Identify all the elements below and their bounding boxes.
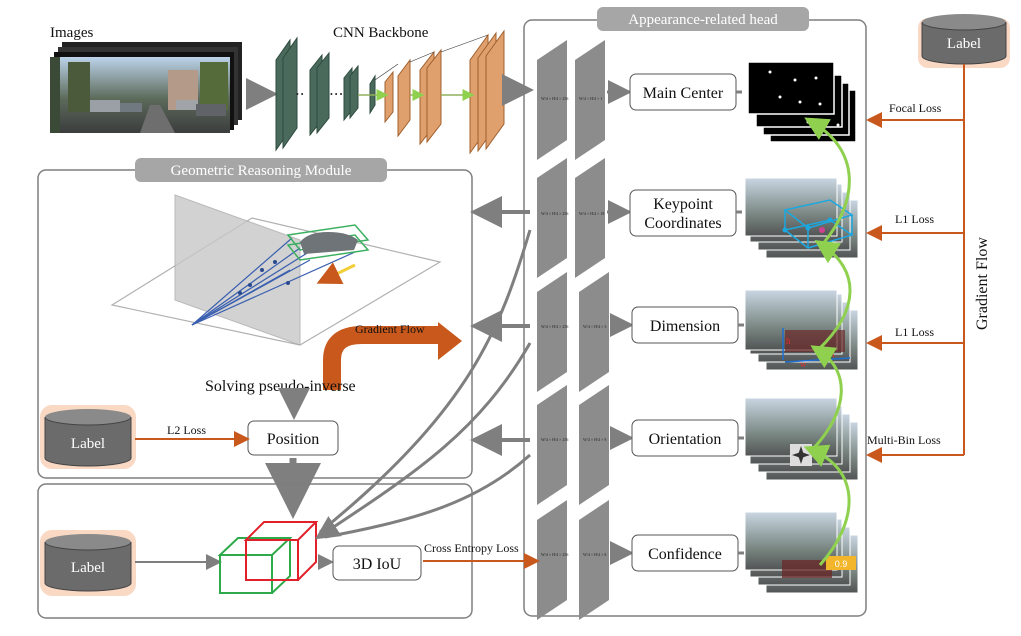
svg-text:Keypoint: Keypoint <box>653 196 713 213</box>
confidence-score: 0.9 <box>835 559 848 569</box>
svg-text:W/4 × H/4 × 3: W/4 × H/4 × 3 <box>583 324 606 329</box>
head-box-confidence: Confidence <box>631 534 739 572</box>
svg-text:W/4 × H/4 × 8: W/4 × H/4 × 8 <box>583 552 606 557</box>
svg-text:Main Center: Main Center <box>643 85 724 102</box>
iou-module-panel <box>37 483 473 619</box>
head-box-orientation: Orientation <box>631 419 739 457</box>
3d-box-overlap-illustration <box>217 521 319 594</box>
geometry-illustration <box>110 194 442 346</box>
svg-text:• •: • • <box>296 90 304 99</box>
svg-text:W/4 × H/4 × 18: W/4 × H/4 × 18 <box>579 211 604 216</box>
appearance-head-title: Appearance-related head <box>628 12 778 28</box>
svg-text:W/4 × H/4 × 1: W/4 × H/4 × 1 <box>579 96 602 101</box>
cnn-backbone-label: CNN Backbone <box>333 25 429 41</box>
head-box-main-center: Main Center <box>629 73 737 111</box>
svg-text:W/4 × H/4 × 256: W/4 × H/4 × 256 <box>541 437 568 442</box>
label-db-left-mid-text: Label <box>71 436 105 452</box>
appearance-head-title-badge <box>597 7 809 31</box>
label-database-left-mid <box>40 405 136 469</box>
label-db-top-right-text: Label <box>947 36 981 52</box>
green-dependency-arrows <box>803 117 852 566</box>
svg-text:W/4 × H/4 × 256: W/4 × H/4 × 256 <box>541 96 568 101</box>
svg-text:Coordinates: Coordinates <box>644 215 721 232</box>
svg-text:Confidence: Confidence <box>648 546 722 563</box>
focal-loss-label: Focal Loss <box>889 101 942 115</box>
svg-text:h: h <box>786 336 791 346</box>
l1-loss-label-2: L1 Loss <box>895 325 934 339</box>
svg-text:Orientation: Orientation <box>649 431 722 448</box>
confidence-visualization <box>744 511 859 594</box>
iou-node-label: 3D IoU <box>353 556 402 573</box>
cross-entropy-loss-label: Cross Entropy Loss <box>424 541 519 555</box>
gradient-flow-side-label: Gradient Flow <box>974 237 991 330</box>
svg-text:W/4 × H/4 × 256: W/4 × H/4 × 256 <box>541 211 568 216</box>
feature-to-box-curves <box>314 229 532 540</box>
label-db-left-bottom-text: Label <box>71 560 105 576</box>
svg-text:• • •: • • • <box>330 90 343 99</box>
solving-pseudo-inverse-label: Solving pseudo-inverse <box>205 378 356 395</box>
svg-text:W/4 × H/4 × 8: W/4 × H/4 × 8 <box>583 437 606 442</box>
iou-node <box>332 545 422 581</box>
main-center-heatmaps <box>747 61 857 143</box>
position-node-label: Position <box>267 431 319 448</box>
images-label: Images <box>50 25 93 41</box>
head-box-dimension: Dimension <box>631 306 739 344</box>
l1-loss-label-1: L1 Loss <box>895 212 934 226</box>
head-box-keypoint-coordinates: Keypoint Coordinates <box>629 189 737 237</box>
gradient-flow-curve-head <box>438 322 462 360</box>
svg-text:W/4 × H/4 × 256: W/4 × H/4 × 256 <box>541 324 568 329</box>
l2-loss-label: L2 Loss <box>167 423 206 437</box>
label-database-top-right <box>918 14 1010 68</box>
input-images <box>50 42 242 133</box>
svg-text:W/4 × H/4 × 256: W/4 × H/4 × 256 <box>541 552 568 557</box>
orientation-visualization <box>744 397 859 481</box>
geometric-module-title: Geometric Reasoning Module <box>171 163 352 179</box>
gradient-flow-curve <box>323 326 440 390</box>
head-feature-maps: W/4 × H/4 × 256 W/4 × H/4 × 1 W/4 × H/4 … <box>537 40 609 620</box>
svg-text:Dimension: Dimension <box>650 318 720 335</box>
cnn-backbone: • • • • • <box>275 29 505 155</box>
svg-text:w: w <box>800 359 807 369</box>
gradient-flow-curve-label: Gradient Flow <box>355 322 425 336</box>
keypoint-visualization <box>744 177 859 259</box>
label-database-left-bottom <box>40 530 136 596</box>
dimension-visualization: h w l <box>744 289 859 371</box>
multibin-loss-label: Multi-Bin Loss <box>867 433 941 447</box>
geometric-module-title-badge <box>135 158 387 182</box>
